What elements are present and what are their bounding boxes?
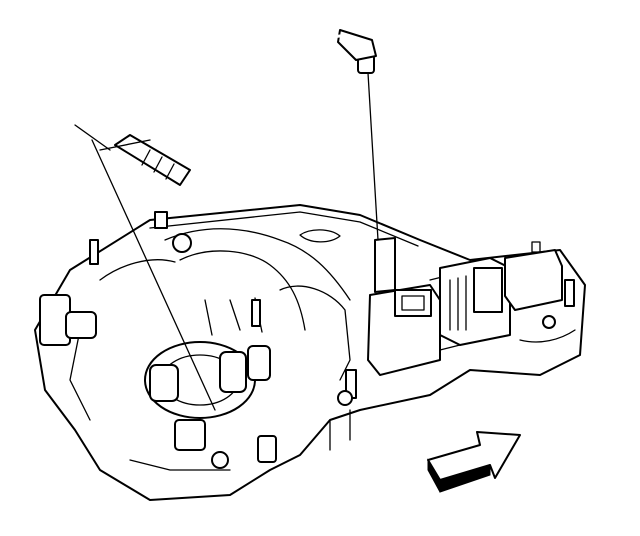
ignition-control-module <box>439 241 563 346</box>
spark-plug-wire-core <box>188 34 342 182</box>
spark-plug-boot <box>114 134 191 186</box>
coil-boot-top <box>337 29 377 61</box>
ignition-coil <box>367 237 441 376</box>
direction-arrow <box>427 431 521 493</box>
spark-plug-boot-ribs <box>141 149 175 180</box>
mounting-bolts <box>89 211 575 469</box>
leader-lines <box>74 72 379 411</box>
throttle-body <box>39 294 277 463</box>
spark-plug-wire <box>189 35 341 182</box>
